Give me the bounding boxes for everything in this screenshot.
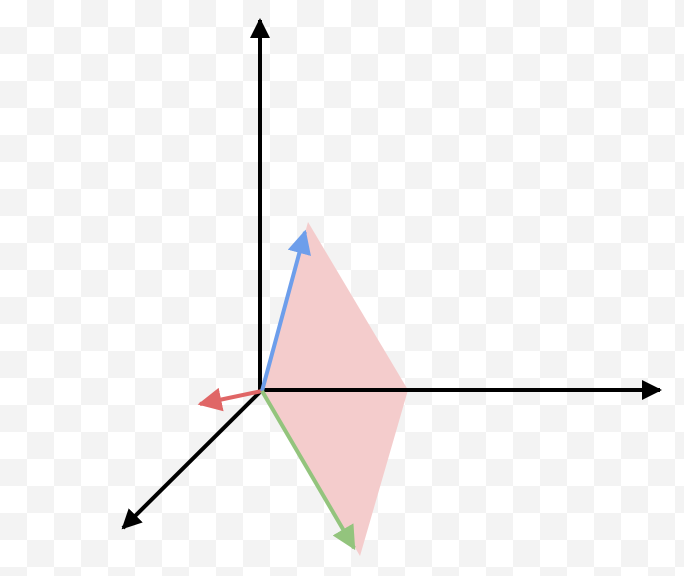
vector-green: [260, 389, 356, 551]
vector-blue: [260, 229, 311, 392]
vector-red: [197, 387, 263, 412]
axis-diagonal: [121, 388, 264, 530]
